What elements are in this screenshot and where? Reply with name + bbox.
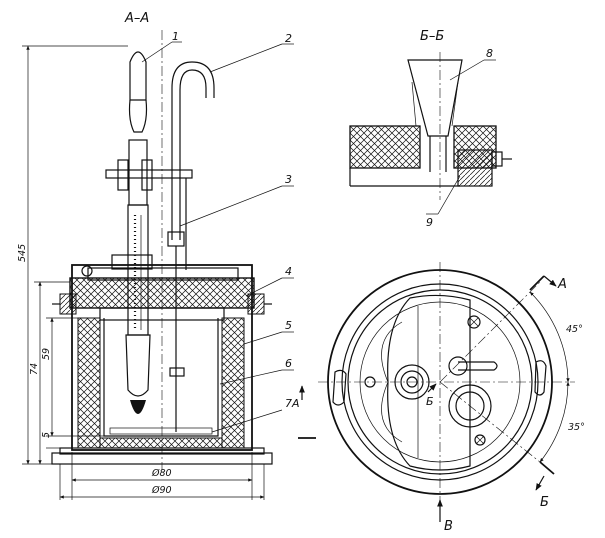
insulation-bottom bbox=[99, 437, 223, 449]
bb-lid-left bbox=[349, 125, 421, 169]
angle-45-label: 45° bbox=[566, 324, 583, 335]
angle-arc-45 bbox=[529, 291, 570, 383]
section-a-marker-side: А bbox=[291, 397, 300, 410]
lid-top-ring bbox=[87, 267, 239, 281]
section-bb-title: Б–Б bbox=[420, 29, 444, 44]
insulation-left bbox=[77, 317, 101, 449]
section-aa-view: А–А bbox=[17, 11, 316, 500]
funnel bbox=[407, 59, 463, 137]
screw-top bbox=[467, 315, 481, 329]
dim-height-74: 74 bbox=[29, 363, 40, 375]
cut-line-a bbox=[439, 281, 541, 383]
angle-arc-35 bbox=[539, 381, 570, 463]
part-2-label: 2 bbox=[285, 32, 292, 45]
view-v-marker: В bbox=[444, 519, 453, 534]
center-b-marker: Б bbox=[426, 395, 434, 408]
rotating-plate bbox=[387, 294, 471, 471]
thermometer bbox=[125, 51, 151, 414]
right-clamp-screw bbox=[247, 293, 272, 315]
cut-b-marker: Б bbox=[540, 495, 549, 510]
inner-cup bbox=[103, 318, 219, 437]
part-7-label: 7 bbox=[285, 397, 292, 410]
dim-height-5: 5 bbox=[41, 432, 52, 438]
part-callouts: 1 2 3 4 5 6 7 А bbox=[141, 30, 316, 439]
dim-diameter-80: Ø80 bbox=[151, 468, 172, 479]
plan-view: А Б В Б 45° 35° bbox=[318, 262, 585, 534]
part-8-label: 8 bbox=[486, 47, 493, 60]
part-4-label: 4 bbox=[285, 265, 292, 278]
insulation-right bbox=[221, 317, 245, 449]
lid-knob-left bbox=[81, 265, 93, 277]
dim-total-height: 545 bbox=[17, 244, 28, 262]
holder-clamp-right bbox=[141, 159, 153, 191]
part-6-label: 6 bbox=[285, 357, 292, 370]
screw-bottom bbox=[474, 434, 486, 446]
dim-height-59: 59 bbox=[41, 348, 52, 360]
cut-a-marker: А bbox=[557, 277, 567, 292]
section-bb-view: Б–Б 8 9 bbox=[349, 29, 512, 229]
part-9-label: 9 bbox=[426, 216, 433, 229]
dim-diameter-90: Ø90 bbox=[151, 485, 172, 496]
thermometer-sleeve bbox=[111, 254, 153, 270]
vertical-dimensions: 545 74 59 5 bbox=[17, 45, 128, 465]
holder-bar bbox=[105, 169, 193, 179]
handle-left bbox=[332, 369, 347, 406]
holder-clamp-left bbox=[117, 159, 129, 191]
cup-bottom-plate bbox=[109, 427, 213, 435]
cut-line-b bbox=[439, 381, 551, 471]
section-aa-title: А–А bbox=[124, 11, 149, 26]
angle-35-label: 35° bbox=[568, 422, 585, 433]
part-3-label: 3 bbox=[285, 173, 292, 186]
funnel-opening bbox=[448, 384, 492, 428]
part-1-label: 1 bbox=[172, 30, 179, 43]
stirrer-rod bbox=[167, 61, 215, 432]
left-clamp-screw bbox=[52, 293, 77, 315]
horizontal-dimensions: Ø80 Ø90 bbox=[59, 452, 265, 500]
stirrer-slot bbox=[448, 356, 498, 376]
part-5-label: 5 bbox=[285, 319, 292, 332]
valve-body bbox=[457, 149, 493, 187]
